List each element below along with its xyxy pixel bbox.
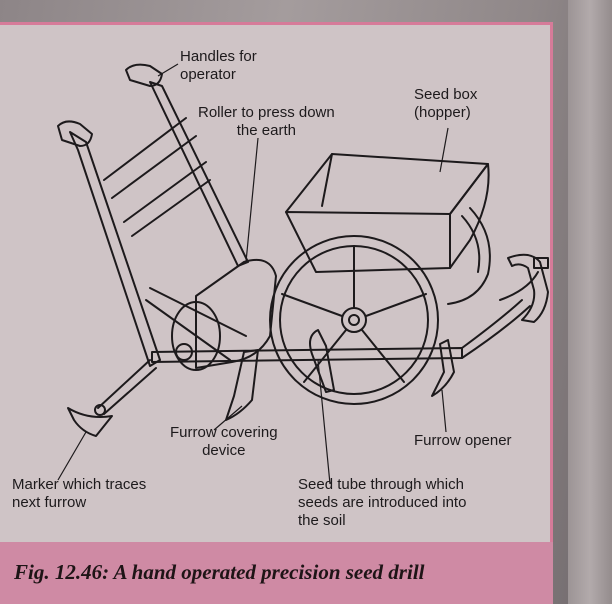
rear-hook-clamp (533, 257, 549, 269)
figure-frame (0, 22, 553, 604)
handle-brace-4 (131, 179, 211, 237)
chassis-diagonal-2 (149, 287, 247, 337)
spoke-3 (361, 329, 405, 383)
seed-box-seam (321, 153, 333, 207)
caption-band (0, 542, 553, 604)
marker-blade (67, 407, 113, 437)
rear-wheel-inner (461, 215, 481, 273)
label-furrow-covering: Furrow covering device (170, 424, 278, 459)
main-wheel-outer (269, 235, 439, 405)
rear-tail (499, 271, 539, 301)
label-seed-tube: Seed tube through which seeds are introd… (298, 476, 467, 529)
label-seed-box: Seed box (hopper) (414, 86, 478, 121)
roller-end (171, 301, 221, 371)
label-furrow-opener: Furrow opener (414, 432, 512, 449)
handle-grip-left (57, 120, 93, 147)
marker-pivot (94, 404, 106, 416)
adjacent-page-strip (568, 0, 612, 604)
label-marker: Marker which traces next furrow (12, 476, 147, 511)
opener-arm-2 (461, 305, 531, 359)
spoke-5 (281, 293, 343, 317)
handle-tube-left (69, 131, 161, 367)
rear-wheel (447, 207, 491, 305)
furrow-opener-stem (431, 339, 455, 397)
seed-box-side (449, 163, 490, 269)
handle-tube-right (149, 81, 249, 267)
seed-tube (309, 329, 335, 393)
main-wheel-hub-inner (348, 314, 360, 326)
handle-brace-2 (111, 135, 197, 199)
spoke-4 (303, 329, 347, 383)
marker-arm (97, 359, 157, 415)
label-roller: Roller to press down the earth (198, 104, 335, 139)
opener-arm (461, 299, 523, 349)
handle-brace-1 (103, 117, 187, 181)
figure-caption: Fig. 12.46: A hand operated precision se… (14, 560, 425, 584)
chassis-diagonal (145, 299, 231, 361)
spoke-2 (365, 293, 427, 317)
handle-brace-3 (123, 161, 207, 223)
label-handles: Handles for operator (180, 48, 257, 83)
